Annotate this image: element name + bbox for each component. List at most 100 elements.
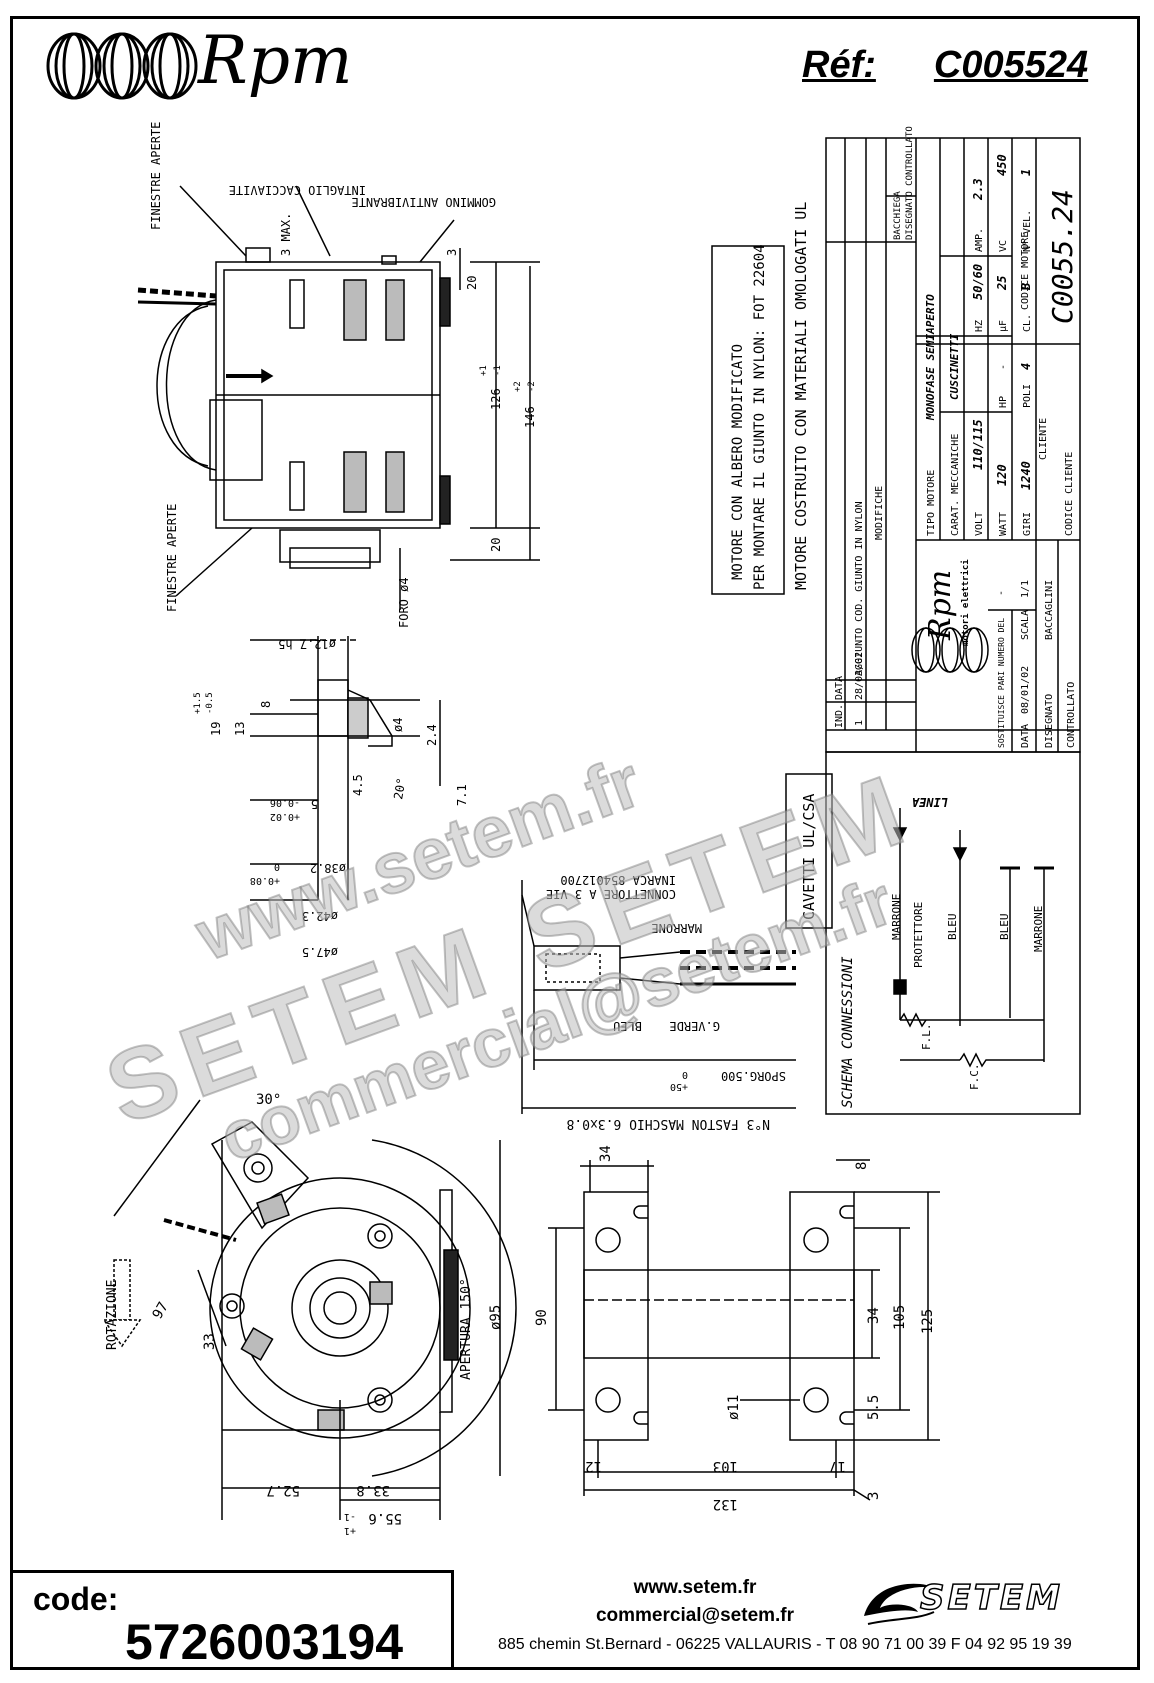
tb-codice-cliente: CODICE CLIENTE (1064, 452, 1075, 536)
bracket-d103: 103 (713, 1458, 738, 1474)
tb-data-val: 08/01/02 (1020, 666, 1031, 714)
intaglio-label: INTAGLIO CACCIAVITE (229, 183, 366, 197)
bracket-view-drawing (548, 1159, 940, 1501)
website-link[interactable]: www.setem.fr (633, 1577, 757, 1598)
shaft-d8: 8 (259, 701, 273, 708)
tb-vc-val: 450 (995, 154, 1009, 176)
bracket-d3: 3 (866, 1492, 882, 1500)
tb-tipo-motore-val: MONOFASE SEMIAPERTO (924, 294, 937, 421)
schema-linea: LINEA (912, 795, 948, 809)
bracket-d34-top: 34 (598, 1145, 614, 1162)
shaft-d4: ø4 (391, 718, 405, 732)
dim-146: 146 (523, 406, 537, 428)
connector-connettore: CONNETTORE A 3 VIE (546, 887, 676, 901)
bracket-d105: 105 (892, 1305, 908, 1330)
tb-codice-motore: CODICE MOTORE (1020, 232, 1031, 310)
tb-disegnato-controllato: DISEGNATO CONTROLLATO (905, 126, 915, 240)
side-view-drawing (137, 185, 540, 610)
front-deg30: 30° (256, 1092, 281, 1108)
bracket-d90: 90 (534, 1309, 550, 1326)
shaft-d12: ø12.7 h5 (278, 637, 336, 651)
dim-126-tol-minus: -1 (493, 365, 503, 376)
shaft-d19: 19 (209, 722, 223, 736)
email-link[interactable]: commercial@setem.fr (595, 1605, 795, 1626)
tb-sostituisce: SOSTITUISCE PARI NUMERO DEL (997, 618, 1006, 748)
schema-fc: F.C. (968, 1064, 981, 1091)
schema-bleu-1: BLEU (946, 914, 959, 941)
front-d55-tol-minus: -1 (344, 1511, 356, 1522)
schema-protettore: PROTETTORE (912, 902, 925, 968)
tb-cliente: CLIENTE (1038, 418, 1049, 460)
dim-126: 126 (489, 388, 503, 410)
tb-brand: Rpm (923, 570, 958, 641)
reference-number: Réf:C005524 (802, 44, 1088, 87)
tb-disegnato-val: BACCAGLINI (1044, 580, 1055, 640)
tb-scala-val: 1/1 (1020, 580, 1031, 598)
setem-swoosh-icon (864, 1583, 936, 1625)
bracket-d8: 8 (854, 1162, 870, 1170)
tb-mod-date: 28/03/02 (854, 652, 865, 700)
schema-title: SCHEMA CONNESSIONI (840, 956, 856, 1108)
connector-inarca: INARCA 854012700 (560, 873, 676, 887)
front-d33: 33 (202, 1333, 218, 1350)
tb-data-label-2: DATA (1020, 724, 1031, 748)
bracket-d34: 34 (866, 1307, 882, 1324)
tb-ind-label: IND. (834, 704, 845, 728)
tb-giri-label: GIRI (1022, 512, 1033, 536)
bracket-d132: 132 (713, 1496, 738, 1512)
rpm-coil-logo-icon (46, 32, 198, 100)
bracket-d11: ø11 (726, 1395, 742, 1420)
wiring-schema-drawing (825, 751, 1081, 1115)
bracket-d125: 125 (920, 1309, 936, 1334)
tb-hp-val: - (998, 364, 1009, 370)
tb-watt-val: 120 (995, 464, 1009, 486)
front-view-drawing (113, 1099, 517, 1520)
motor-ul-note: MOTORE COSTRUITO CON MATERIALI OMOLOGATI… (792, 202, 810, 590)
schema-marrone-2: MARRONE (1032, 906, 1045, 952)
shaft-d2-4: 2.4 (425, 724, 439, 746)
tb-cl-val: B (1019, 283, 1033, 291)
tb-scala-label: SCALA (1020, 610, 1031, 640)
tb-hp-label: HP (998, 396, 1009, 408)
dim-126-tol-plus: +1 (479, 365, 489, 376)
front-d33-8: 33.8 (356, 1482, 390, 1498)
connector-gverde: G.VERDE (669, 1019, 720, 1033)
connector-detail-drawing (521, 880, 796, 1114)
tb-data-label: DATA (834, 676, 845, 700)
schema-fl: F.L. (920, 1024, 933, 1051)
foro-label: FORO ø4 (397, 577, 411, 628)
code-label: code: (33, 1581, 119, 1617)
drawing-sheet-border (10, 16, 1140, 1670)
connector-sporg-tol-plus: +50 (670, 1081, 688, 1092)
dim-146-tol-plus: +2 (513, 381, 523, 392)
tb-uf-label: µF (998, 320, 1009, 332)
setem-brand-text: SETEM (919, 1577, 1063, 1619)
motor-note-box (711, 245, 785, 595)
shaft-d4-5: 4.5 (351, 774, 365, 796)
tb-carat-val: CUSCINETTI (948, 333, 961, 400)
ref-value: C005524 (933, 44, 1089, 86)
tb-volt-label: VOLT (974, 512, 985, 536)
tb-mod-row-1: AGGIUNTO COD. GIUNTO IN NYLON (854, 501, 865, 676)
tb-disegnato: DISEGNATO (1044, 694, 1055, 748)
connector-bleu: BLEU (613, 1019, 642, 1033)
connector-sporg: SPORG.500 (721, 1069, 786, 1083)
shaft-d5-tol-minus: -0.06 (270, 797, 300, 808)
tb-controllato: CONTROLLATO (1066, 682, 1077, 748)
front-d55: 55.6 (368, 1510, 402, 1526)
shaft-d47: ø47.5 (302, 945, 338, 959)
shaft-detail-drawing (250, 636, 441, 901)
shaft-d5: 5 (311, 797, 318, 811)
schema-bleu-2: BLEU (998, 914, 1011, 941)
dim-3-side: 3 (445, 249, 459, 256)
dim-20-bottom: 20 (489, 538, 503, 552)
connector-marrone: MARRONE (651, 921, 702, 935)
tb-watt-label: WATT (998, 512, 1009, 536)
tb-vc-label: VC (998, 240, 1009, 252)
schema-marrone-1: MARRONE (890, 894, 903, 940)
code-box: code: 5726003194 (10, 1570, 454, 1670)
tb-sostituisce-val: - (996, 590, 1007, 596)
connector-sporg-tol-minus: 0 (682, 1069, 688, 1080)
tb-brand-sub: motori elettrici (960, 559, 971, 646)
